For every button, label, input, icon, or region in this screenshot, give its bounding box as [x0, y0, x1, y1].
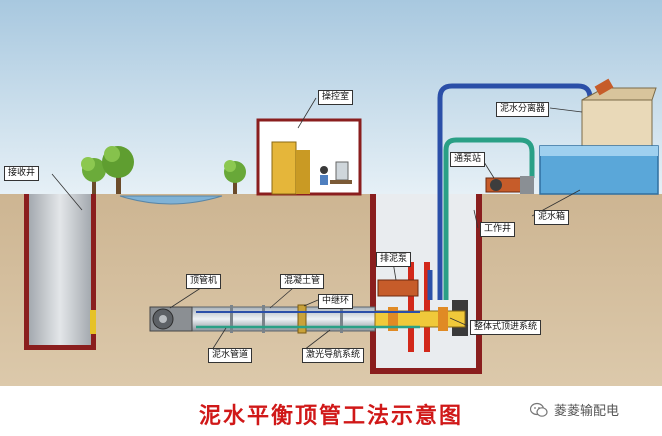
mud-tank — [540, 146, 658, 194]
label-receiving-shaft: 接收井 — [4, 166, 39, 181]
label-mud-tank: 泥水箱 — [534, 210, 569, 225]
label-tunnel-machine: 顶管机 — [186, 274, 221, 289]
label-discharge-pump: 排泥泵 — [376, 252, 411, 267]
label-concrete-pipe: 混凝土管 — [280, 274, 324, 289]
label-jacking-system: 整体式顶进系统 — [470, 320, 541, 335]
wechat-icon — [530, 402, 548, 418]
label-relay-ring: 中继环 — [318, 294, 353, 309]
label-working-shaft: 工作井 — [480, 222, 515, 237]
label-laser-guide: 激光导航系统 — [302, 348, 364, 363]
label-mud-pipe: 泥水管道 — [208, 348, 252, 363]
working-shaft — [370, 194, 482, 374]
label-mud-separator: 泥水分离器 — [496, 102, 549, 117]
pump-station — [486, 176, 534, 194]
receiving-shaft — [24, 194, 96, 350]
watermark-text: 菱菱输配电 — [554, 400, 619, 419]
watermark: 菱菱输配电 — [530, 400, 619, 419]
label-control-room: 操控室 — [318, 90, 353, 105]
control-room-building — [258, 120, 360, 194]
label-pump: 通泵站 — [450, 152, 485, 167]
